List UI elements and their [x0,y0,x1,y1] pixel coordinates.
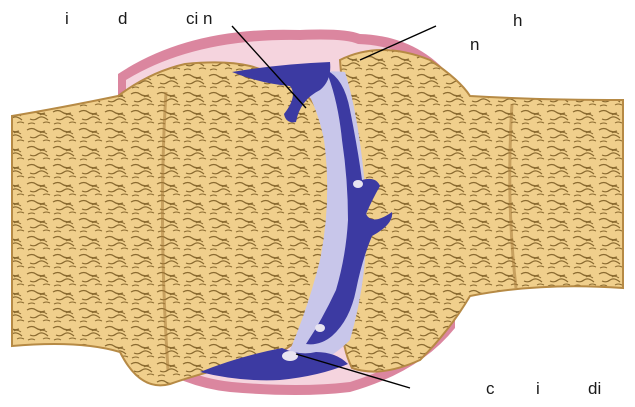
cartilage-island-3 [353,180,363,188]
label-top-right-n: n [470,36,479,53]
label-top-d: d [118,10,127,27]
cartilage-island-1 [282,351,298,361]
label-top-right-h: h [513,12,522,29]
label-top-left: i [65,10,69,27]
right-bone [340,50,623,372]
cartilage-island-2 [315,324,325,332]
label-bottom-c: c [486,380,495,397]
label-top-cin: ci n [186,10,212,27]
label-bottom-di: di [588,380,601,397]
label-bottom-i: i [536,380,540,397]
